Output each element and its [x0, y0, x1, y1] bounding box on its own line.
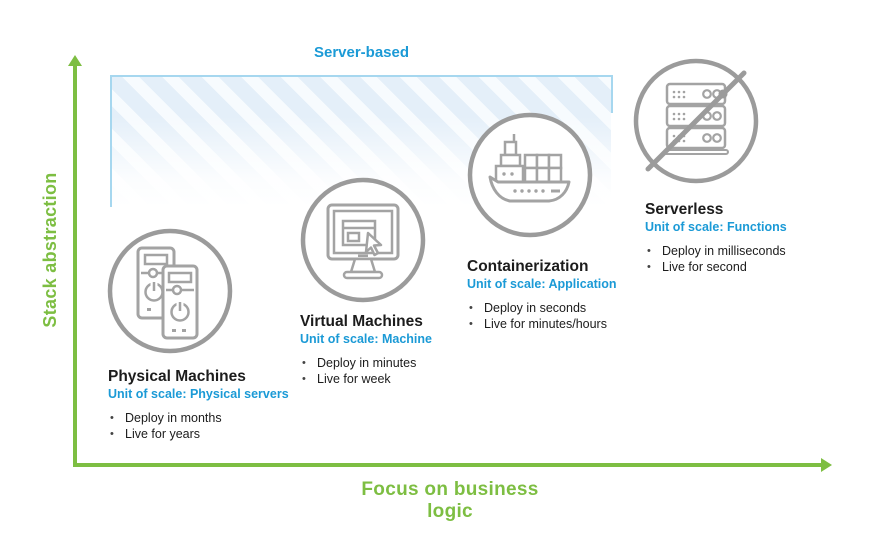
server-based-zone-border-left	[110, 75, 112, 207]
stage-unit-of-scale: Unit of scale: Physical servers	[108, 387, 289, 401]
x-axis-arrow	[73, 458, 832, 472]
y-axis-label: Stack abstraction	[40, 172, 60, 328]
stage-bullet: Deploy in milliseconds	[645, 244, 845, 260]
stage-bullet: Live for second	[645, 260, 845, 276]
stage-unit-of-scale: Unit of scale: Functions	[645, 220, 787, 234]
stage-physical-machines: Physical Machines Unit of scale: Physica…	[108, 367, 308, 442]
stage-bullet: Live for years	[108, 427, 308, 443]
stage-title: Physical Machines	[108, 368, 246, 385]
server-based-label: Server-based	[313, 44, 410, 61]
stage-title: Containerization	[467, 258, 589, 275]
stage-bullet: Live for minutes/hours	[467, 317, 667, 333]
stage-containerization: Containerization Unit of scale: Applicat…	[467, 257, 667, 332]
stage-bullet: Deploy in seconds	[467, 301, 667, 317]
stage-bullet-list: Deploy in seconds Live for minutes/hours	[467, 301, 667, 332]
stage-bullet-list: Deploy in months Live for years	[108, 411, 308, 442]
stage-virtual-machines: Virtual Machines Unit of scale: Machine …	[300, 312, 500, 387]
container-ship-icon	[467, 112, 593, 238]
y-axis-arrow	[68, 55, 82, 467]
stage-serverless: Serverless Unit of scale: Functions Depl…	[645, 200, 845, 275]
stage-unit-of-scale: Unit of scale: Machine	[300, 332, 432, 346]
stage-bullet: Deploy in minutes	[300, 356, 500, 372]
tower-computers-icon	[107, 228, 233, 354]
x-axis-label: Focus on business logic	[361, 479, 539, 522]
server-based-zone-border-top	[110, 75, 613, 77]
stage-title: Serverless	[645, 201, 724, 218]
no-server-rack-icon	[633, 58, 759, 184]
stage-unit-of-scale: Unit of scale: Application	[467, 277, 617, 291]
stage-bullet: Live for week	[300, 372, 500, 388]
server-based-zone-border-right	[611, 75, 613, 113]
stage-title: Virtual Machines	[300, 313, 423, 330]
stage-bullet-list: Deploy in milliseconds Live for second	[645, 244, 845, 275]
monitor-window-cursor-icon	[300, 177, 426, 303]
stage-bullet-list: Deploy in minutes Live for week	[300, 356, 500, 387]
stage-bullet: Deploy in months	[108, 411, 308, 427]
